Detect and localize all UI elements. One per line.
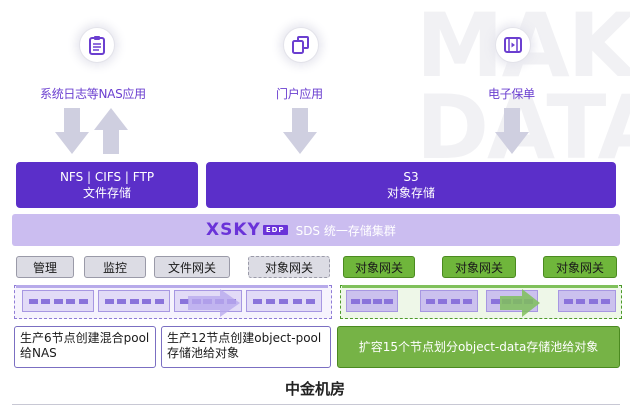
right-arrow-production	[188, 289, 240, 317]
gateway-file: 文件网关	[154, 256, 230, 278]
object-storage-label: 对象存储	[386, 186, 435, 200]
down-arrow-portal	[283, 108, 317, 154]
gateway-object-expansion-3: 对象网关	[543, 256, 617, 278]
cluster-label: SDS 统一存储集群	[295, 223, 396, 238]
file-storage-box: NFS | CIFS | FTP 文件存储	[16, 162, 198, 208]
description-nas-pool: 生产6节点创建混合pool给NAS	[14, 326, 156, 368]
object-protocol: S3	[403, 170, 419, 184]
app-label-policy: 电子保单	[488, 87, 535, 101]
footer-divider	[12, 404, 620, 405]
file-protocols: NFS | CIFS | FTP	[59, 170, 155, 184]
storage-node	[98, 290, 170, 312]
storage-node	[22, 290, 94, 312]
copy-icon	[283, 27, 319, 63]
right-arrow-expansion	[500, 289, 540, 317]
object-storage-box: S3 对象存储	[206, 162, 616, 208]
file-storage-label: 文件存储	[82, 186, 131, 200]
gateway-monitor: 监控	[84, 256, 146, 278]
gateway-manage: 管理	[16, 256, 74, 278]
gateway-object-expansion-1: 对象网关	[343, 256, 415, 278]
down-arrow-nas	[55, 108, 89, 154]
clipboard-icon	[79, 27, 115, 63]
gateway-object-production: 对象网关	[248, 256, 330, 278]
description-object-pool: 生产12节点创建object-pool存储池给对象	[161, 326, 331, 368]
up-arrow-nas	[94, 108, 128, 154]
film-icon	[495, 27, 531, 63]
app-label-nas: 系统日志等NAS应用	[40, 87, 146, 101]
datacenter-title: 中金机房	[284, 380, 345, 398]
description-expansion-pool: 扩容15个节点划分object-data存储池给对象	[337, 326, 620, 368]
gateway-object-expansion-2: 对象网关	[442, 256, 516, 278]
app-label-portal: 门户应用	[276, 87, 323, 101]
storage-node	[246, 290, 322, 312]
storage-node	[558, 290, 616, 312]
storage-node	[346, 290, 398, 312]
down-arrow-policy	[495, 108, 529, 154]
storage-node	[420, 290, 478, 312]
watermark-line-2: DATA	[416, 76, 630, 179]
